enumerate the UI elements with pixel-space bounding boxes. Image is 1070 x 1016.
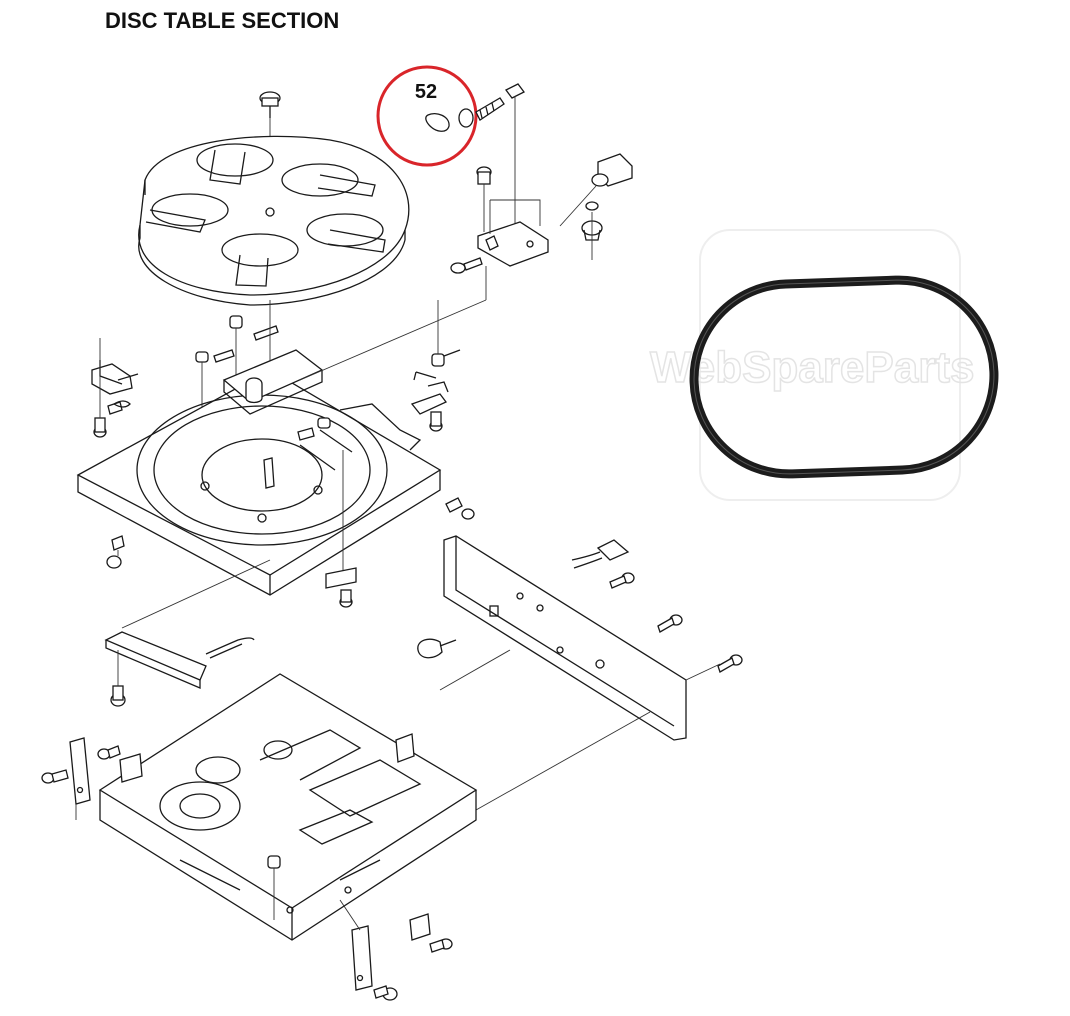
right-lever-springs [410, 300, 461, 432]
section-title: DISC TABLE SECTION [105, 8, 340, 33]
callout-circle [376, 65, 478, 167]
bottom-right-brackets [339, 899, 453, 1001]
callout-part-number: 52 [415, 81, 437, 103]
chassis-screws [106, 497, 475, 608]
disc-table [138, 135, 410, 306]
part-callout: 52 [376, 65, 478, 167]
pulley-shaft-assembly [299, 83, 633, 381]
mechanism-base [98, 673, 478, 941]
sensor-pcb [104, 559, 271, 707]
tray-chassis [76, 349, 442, 596]
left-lever-assembly [91, 338, 139, 438]
belt-small-icon [425, 112, 450, 132]
watermark: WebSpareParts [649, 229, 975, 501]
drive-belt [689, 275, 999, 479]
bottom-left-brackets [41, 737, 143, 820]
watermark-text: WebSpareParts [650, 343, 974, 392]
rear-panel [417, 535, 743, 811]
